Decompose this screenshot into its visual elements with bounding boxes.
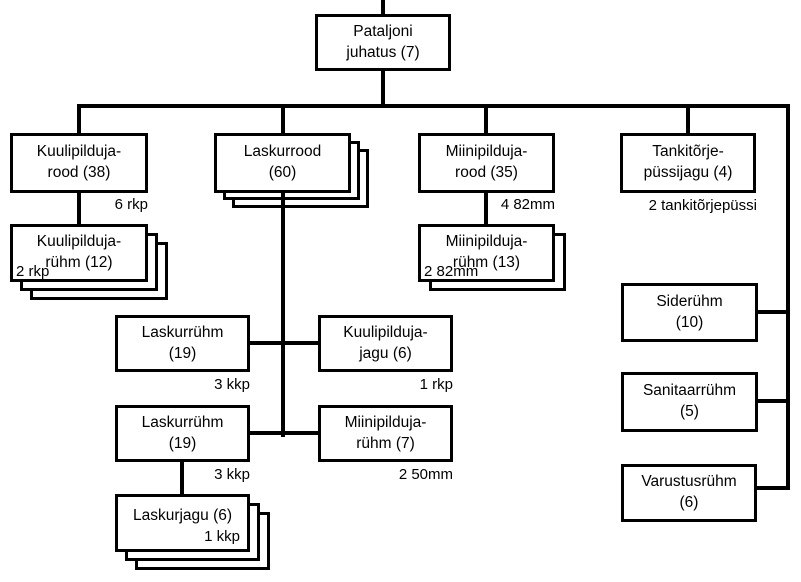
org-node-kuulipilduja-ruhm: Kuulipilduja- rühm (12) 2 rkp [10, 224, 148, 282]
connector-laskurrood-trunk [281, 190, 285, 437]
node-label: Kuulipilduja- rood (38) [36, 143, 122, 181]
connector-laskurruhm2-jagu [180, 460, 184, 496]
node-label: Laskurrühm (19) [141, 413, 224, 452]
node-label: Pataljoni juhatus (7) [346, 22, 420, 61]
connector-row1-cross [248, 341, 320, 345]
connector-row2-cross [248, 431, 320, 435]
note-kuulipilduja-ruhm: 2 rkp [16, 263, 50, 280]
node-label: Miinipilduja- rood (35) [445, 143, 528, 181]
note-miinipilduja-ruhm-13: 2 82mm [424, 263, 479, 280]
org-node-pataljoni-juhatus: Pataljoni juhatus (7) [315, 14, 451, 71]
connector-drop-kuulipilduja-rood [77, 104, 81, 135]
org-node-tankitorje-pussijagu: Tankitõrje- püssijagu (4) [620, 133, 756, 193]
org-node-laskurruhm-1: Laskurrühm (19) [115, 315, 250, 372]
org-node-varustusruhm: Varustusrühm (6) [621, 464, 757, 522]
note-kuulipilduja-rood: 6 rkp [114, 196, 148, 213]
connector-pataljoni-down [381, 68, 385, 106]
org-node-miinipilduja-ruhm-13: Miinipilduja- rühm (13) 2 82mm [418, 224, 555, 282]
node-label: Laskurrühm (19) [141, 323, 224, 362]
node-label: Miinipilduja- rühm (13) [445, 233, 528, 271]
node-label: Laskurrood (60) [243, 143, 322, 181]
org-node-kuulipilduja-rood: Kuulipilduja- rood (38) [10, 133, 148, 193]
note-laskurruhm-2: 3 kkp [214, 466, 250, 483]
org-node-laskurrood: Laskurrood (60) [214, 133, 351, 193]
note-miinipilduja-ruhm-7: 2 50mm [398, 466, 453, 483]
connector-drop-laskurrood [281, 104, 285, 135]
connector-miinipilduja-rood-ruhm [484, 190, 488, 226]
connector-varustusruhm [755, 486, 790, 490]
node-label: Laskurjagu (6) [132, 507, 233, 524]
node-label: Siderühm (10) [656, 292, 723, 331]
org-node-sideruhm: Siderühm (10) [621, 283, 758, 342]
node-label: Sanitaarrühm (5) [642, 382, 737, 420]
note-tankitorje-pussijagu: 2 tankitõrjepüssi [648, 197, 757, 214]
org-node-miinipilduja-rood: Miinipilduja- rood (35) [418, 133, 555, 193]
connector-drop-tankitorje [686, 104, 690, 135]
node-label: Miinipilduja- rühm (7) [344, 413, 427, 452]
connector-right-trunk [786, 104, 790, 490]
org-node-laskurjagu: Laskurjagu (6) 1 kkp [115, 494, 250, 552]
node-label: Kuulipilduja- rühm (12) [36, 233, 122, 271]
connector-sideruhm [756, 310, 790, 314]
node-label: Varustusrühm (6) [641, 473, 737, 511]
note-laskurjagu: 1 kkp [204, 528, 240, 545]
connector-drop-miinipilduja-rood [484, 104, 488, 135]
node-label: Kuulipilduja- jagu (6) [343, 323, 428, 362]
org-node-kuulipilduja-jagu: Kuulipilduja- jagu (6) [318, 315, 453, 372]
org-node-sanitaarruhm: Sanitaarrühm (5) [621, 372, 758, 432]
connector-top-stub [381, 0, 385, 16]
org-node-laskurruhm-2: Laskurrühm (19) [115, 405, 250, 462]
connector-sanitaarruhm [756, 399, 790, 403]
org-node-miinipilduja-ruhm-7: Miinipilduja- rühm (7) [318, 405, 453, 462]
node-label: Tankitõrje- püssijagu (4) [643, 143, 733, 181]
note-miinipilduja-rood: 4 82mm [500, 196, 555, 213]
note-laskurruhm-1: 3 kkp [214, 376, 250, 393]
connector-kuulipilduja-rood-ruhm [77, 190, 81, 226]
connector-main-bar [77, 104, 790, 108]
note-kuulipilduja-jagu: 1 rkp [419, 376, 453, 393]
